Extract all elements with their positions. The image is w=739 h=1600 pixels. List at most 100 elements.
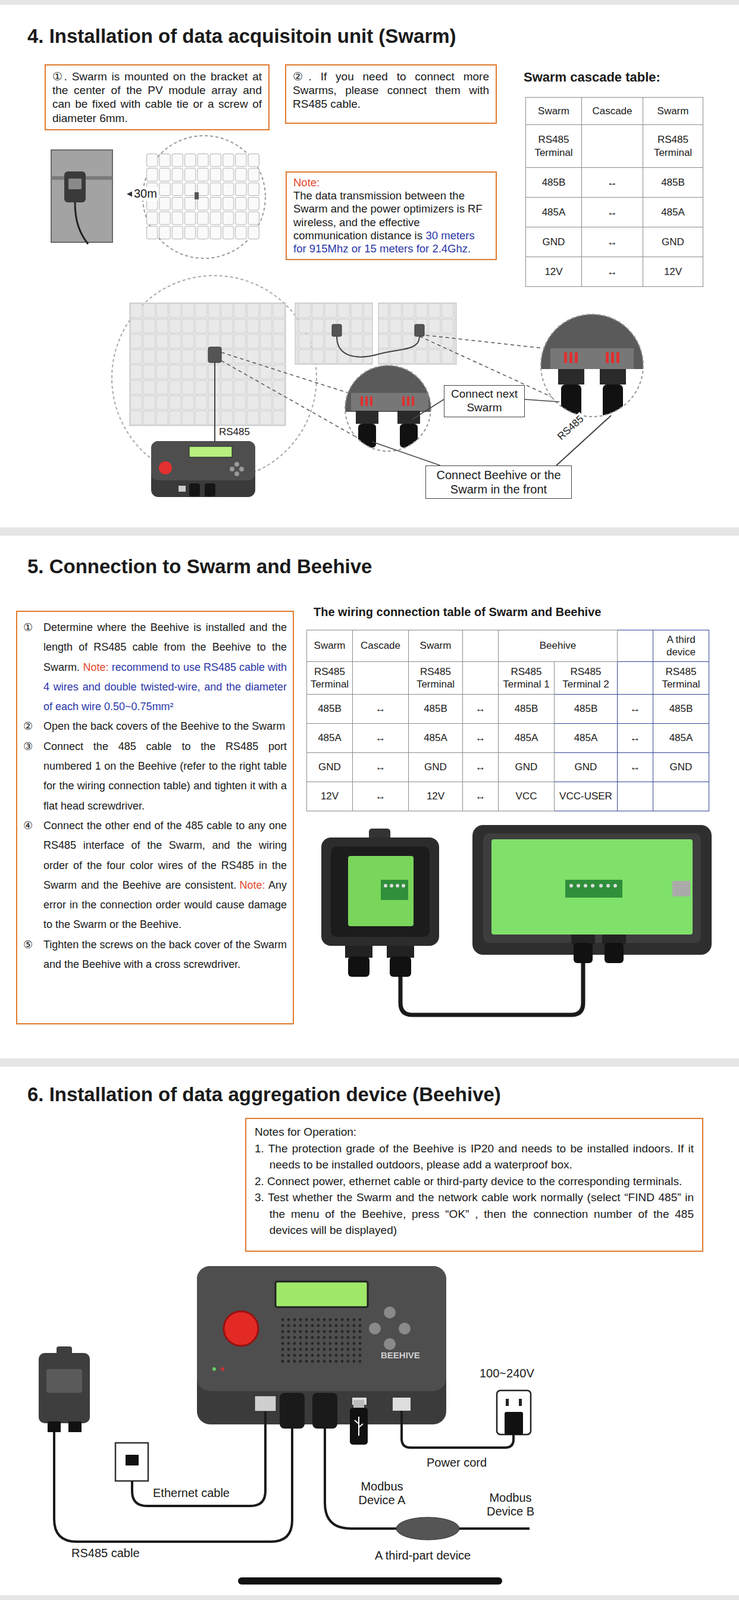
- table-cell: ↔: [581, 197, 644, 228]
- box-text: ②. If you need to connect more Swarms, p…: [292, 69, 490, 112]
- ethernet-jack-part: [115, 1442, 149, 1481]
- table-text: 485A: [317, 731, 342, 744]
- step-body: Determine where the Beehive is installed…: [43, 617, 287, 717]
- connector-detail-part-part: [339, 357, 441, 412]
- cable-part: [401, 1410, 514, 1448]
- cable-label: Ethernet cable: [152, 1485, 230, 1500]
- section-band-part: [0, 1594, 739, 1600]
- table-column: [525, 97, 582, 287]
- table-text: ↔: [630, 702, 641, 715]
- table-text: RS485 Terminal 1: [502, 665, 550, 690]
- table-text: RS485 Terminal: [534, 133, 573, 158]
- note-body: The data transmission between the Swarm …: [293, 189, 490, 256]
- box-text: Connect next Swarm: [448, 387, 521, 415]
- table-column: [498, 630, 555, 811]
- table-cell: [617, 630, 654, 662]
- wiring-table: SwarmCascadeSwarmBeehiveA third deviceRS…: [306, 629, 710, 811]
- table-text: 485B: [574, 702, 598, 715]
- beehive-open-housing-part: [565, 879, 623, 898]
- table-cell: Swarm: [408, 630, 463, 662]
- beehive-open-housing-part: [672, 880, 691, 897]
- beehive-mini-part: [234, 471, 240, 477]
- step-body: Connect the other end of the 485 cable t…: [43, 815, 287, 935]
- table-text: ↔: [630, 731, 641, 744]
- table-cell: 485B: [554, 694, 618, 724]
- table-cell: GND: [408, 752, 463, 782]
- connector-detail-part-part: [351, 392, 429, 411]
- beehive-open-housing-part: [472, 824, 712, 955]
- table-cell: GND: [525, 227, 582, 258]
- beehive-device-part: [220, 1366, 225, 1371]
- beehive-device-part: [368, 1322, 381, 1335]
- table-cell: 485B: [408, 694, 463, 724]
- dashed-leader-part: [221, 352, 349, 393]
- swarm-open-housing-part: [401, 883, 406, 888]
- beehive-open-housing: [472, 824, 712, 963]
- table-cell: ↔: [462, 752, 499, 782]
- table-cell: [352, 661, 409, 695]
- section-band-part: [0, 527, 739, 536]
- beehive-open-housing-part: [483, 833, 701, 943]
- pv-array-detail: [142, 135, 266, 259]
- table-cell: RS485 Terminal 2: [554, 661, 618, 695]
- beehive-mini-part: [189, 483, 200, 497]
- device-label: Modbus Device A: [352, 1479, 412, 1507]
- table-column: [554, 630, 618, 811]
- usb-stick-part: [349, 1407, 368, 1445]
- swarm-open-housing-part: [395, 883, 400, 888]
- table-cell: 12V: [408, 781, 463, 811]
- device-label: Modbus Device B: [480, 1490, 541, 1518]
- table-cell: 485B: [525, 167, 582, 198]
- connector-detail-part-part: [558, 368, 585, 385]
- swarm-unit-part: [46, 1368, 83, 1393]
- small-pv-panel: [51, 149, 113, 244]
- swarm-open-housing-part: [389, 883, 394, 888]
- connector-detail-part-part: [569, 352, 573, 363]
- rs485-cable: [400, 962, 584, 1015]
- connector-detail-part-part: [399, 423, 418, 448]
- list-item: ⑤Tighten the screws on the back cover of…: [23, 934, 287, 975]
- table-cell: 12V: [525, 257, 582, 287]
- table-text: Swarm: [314, 639, 346, 651]
- beehive-open-housing-part: [573, 942, 593, 963]
- table-text: ↔: [630, 761, 641, 773]
- table-row: 12V↔12V: [525, 257, 704, 287]
- callout-box: Connect Beehive or the Swarm in the fron…: [425, 465, 572, 499]
- table-cell: ↔: [581, 257, 644, 287]
- swarm-unit-part: [68, 1420, 82, 1432]
- ethernet-jack: [115, 1442, 149, 1481]
- connector-detail-part-part: [397, 410, 421, 424]
- table-cell: Cascade: [581, 97, 644, 125]
- table-cell: RS485 Terminal 1: [498, 661, 555, 695]
- step-number: ⑤: [23, 934, 44, 975]
- table-row: SwarmCascadeSwarm: [525, 97, 704, 125]
- cable: [54, 1410, 530, 1542]
- note-box: Note:The data transmission between the S…: [285, 171, 497, 261]
- table-cell: A third device: [653, 630, 710, 662]
- table-cell: ↔: [462, 723, 499, 753]
- table-cell: GND: [653, 752, 710, 782]
- power-outlet: [496, 1389, 531, 1434]
- swarm-open-housing-part: [321, 837, 440, 946]
- swarm-unit: [38, 1345, 90, 1432]
- step-text: Tighten the screws on the back cover of …: [43, 938, 287, 970]
- connector-detail: [339, 309, 649, 452]
- table-text: ↔: [475, 790, 486, 802]
- beehive-open-housing-part: [602, 934, 626, 944]
- table-cell: 485A: [408, 723, 463, 753]
- step-number: ②: [23, 716, 44, 737]
- table-cell: VCC: [498, 781, 555, 811]
- pv-array-part: [336, 336, 420, 358]
- table-cell: 12V: [307, 781, 353, 811]
- table-cell: VCC-USER: [554, 781, 618, 811]
- pv-array-part: [214, 362, 216, 441]
- beehive-device-part: [398, 1322, 411, 1335]
- table-text: 12V: [426, 790, 445, 802]
- table-cell: ↔: [462, 781, 499, 811]
- callout-leader-part: [371, 441, 441, 466]
- table-text: 485A: [574, 731, 598, 744]
- table-text: ↔: [375, 790, 386, 802]
- table-text: ↔: [607, 236, 618, 248]
- table-row: RS485 TerminalRS485 Terminal: [525, 124, 704, 168]
- table-row: GND↔GND: [525, 227, 704, 258]
